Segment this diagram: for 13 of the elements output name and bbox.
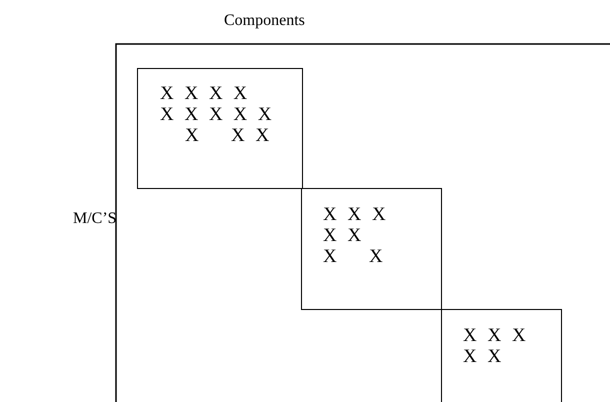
block-box — [137, 68, 303, 189]
cell-marks: X X — [323, 225, 362, 246]
cell-marks: X X — [463, 346, 502, 367]
axis-title: M/C’S — [73, 210, 117, 228]
block-box — [301, 188, 442, 310]
cell-marks: X X X — [323, 204, 386, 225]
cell-marks: X X X X X — [160, 104, 272, 125]
block-box — [441, 309, 562, 402]
cell-marks: X X X — [463, 325, 526, 346]
cell-marks: X X X — [185, 125, 270, 146]
axis-title: Components — [224, 12, 305, 30]
cell-marks: X X X X — [160, 83, 248, 104]
cell-marks: X X — [323, 246, 383, 267]
